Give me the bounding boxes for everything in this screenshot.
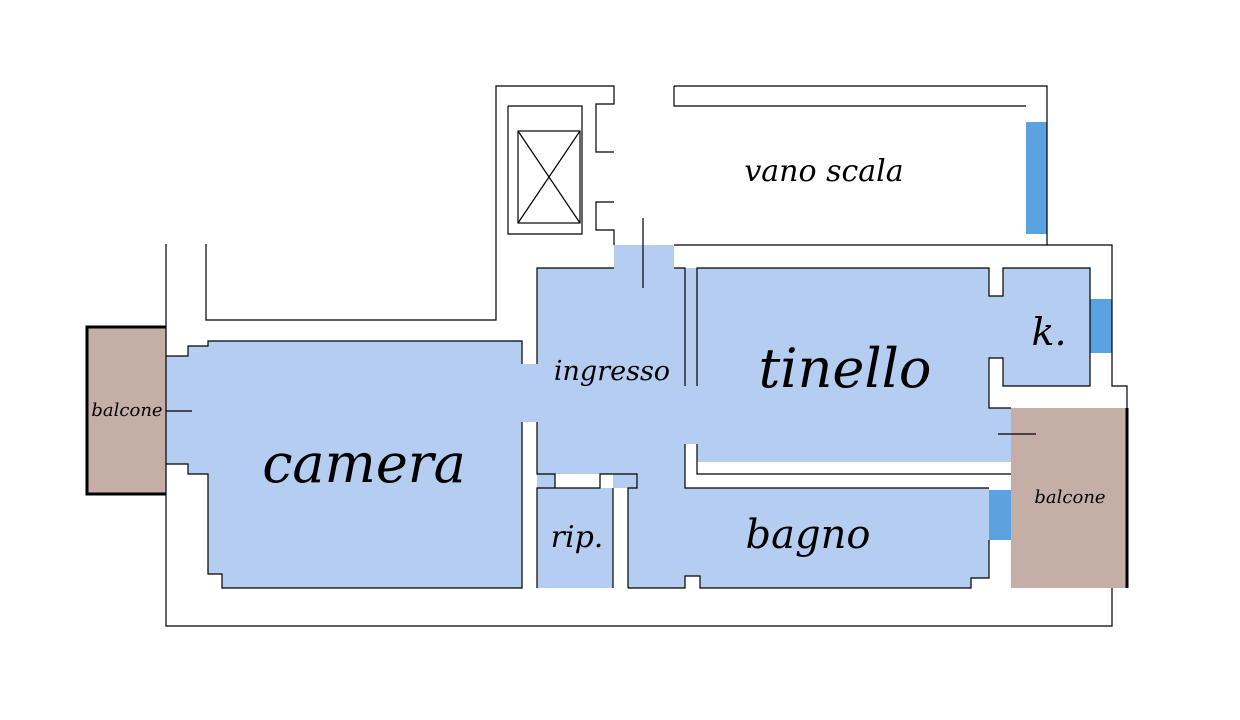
- window-bagno: [989, 490, 1011, 540]
- label-vano-scala: vano scala: [744, 154, 903, 189]
- label-bagno: bagno: [746, 512, 871, 558]
- label-ingresso: ingresso: [554, 356, 670, 387]
- label-tinello: tinello: [759, 337, 932, 400]
- balcony-left-edge: [85, 325, 166, 496]
- balcony-left: [87, 327, 166, 494]
- walls: [165, 85, 1128, 627]
- balcony-right: [1011, 408, 1127, 588]
- label-rip: rip.: [551, 520, 604, 555]
- label-balcone-left: balcone: [91, 400, 162, 421]
- room-tinello: [685, 268, 1090, 462]
- room-ingresso: [537, 245, 685, 488]
- room-rip: [537, 474, 613, 588]
- room-bagno: [628, 488, 989, 588]
- label-camera: camera: [262, 432, 466, 495]
- label-kitchen: k.: [1031, 310, 1066, 354]
- window-kitchen: [1090, 299, 1112, 353]
- window-stair: [1026, 122, 1047, 234]
- label-balcone-right: balcone: [1034, 487, 1105, 508]
- room-camera: [166, 341, 537, 588]
